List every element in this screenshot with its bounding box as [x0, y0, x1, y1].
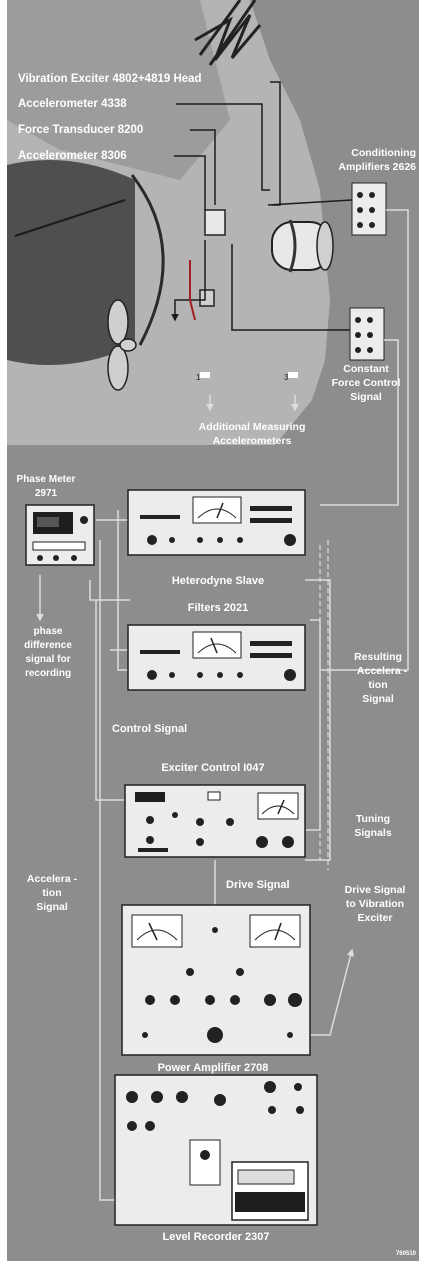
label-control-signal: Control Signal [112, 723, 187, 735]
slave-filter-device-2 [128, 625, 305, 690]
label-drive-to-exciter-1: Drive Signal [345, 884, 406, 896]
label-phase-output-2: difference [24, 640, 72, 651]
label-slave-filters-2: Filters 2021 [188, 602, 249, 614]
label-conditioning-2: Amplifiers 2626 [338, 161, 416, 173]
label-resulting-4: Signal [362, 693, 394, 705]
label-exciter-control: Exciter Control I047 [161, 762, 264, 774]
label-drive-to-exciter-2: to Vibration [346, 898, 404, 910]
phase-meter-device [26, 505, 94, 565]
label-accelerometer-8306: Accelerometer 8306 [18, 150, 127, 162]
conditioning-amplifier-top [352, 183, 386, 235]
label-phase-output-4: recording [25, 668, 71, 679]
label-force-transducer: Force Transducer 8200 [18, 124, 143, 136]
label-phase-output-1: phase [34, 626, 63, 637]
label-vibration-exciter: Vibration Exciter 4802+4819 Head [18, 73, 202, 85]
label-additional-2: Accelerometers [213, 435, 292, 447]
label-level-recorder: Level Recorder 2307 [162, 1231, 269, 1243]
label-accel-signal-1: Accelera - [27, 873, 78, 885]
label-tuning-1: Tuning [356, 813, 390, 825]
label-drive-to-exciter-3: Exciter [357, 912, 392, 924]
slave-filter-device-1 [128, 490, 305, 555]
label-conditioning-1: Conditioning [351, 147, 416, 159]
accelerometer-block [200, 290, 214, 306]
hull-marker-left-box [200, 372, 210, 378]
label-constant-force-1: Constant [343, 363, 389, 375]
label-slave-filters-1: Heterodyne Slave [172, 575, 264, 587]
label-phase-output-3: signal for [25, 654, 70, 665]
force-transducer [205, 210, 225, 235]
label-constant-force-2: Force Control [332, 377, 401, 389]
label-power-amplifier: Power Amplifier 2708 [158, 1062, 269, 1074]
label-tuning-2: Signals [354, 827, 392, 839]
power-amplifier-device [122, 905, 310, 1055]
exciter-control-device [125, 785, 305, 857]
label-accel-signal-3: Signal [36, 901, 68, 913]
label-drive-signal: Drive Signal [226, 879, 290, 891]
hull-marker-right-box [288, 372, 298, 378]
label-accel-signal-2: tion [42, 887, 61, 899]
label-additional-1: Additional Measuring [199, 421, 306, 433]
label-resulting-2: Accelera - [357, 665, 408, 677]
conditioning-amplifier-bottom [350, 308, 384, 360]
figure-number: 760510 [396, 1251, 417, 1257]
vibration-exciter [272, 220, 333, 272]
label-accelerometer-4338: Accelerometer 4338 [18, 98, 127, 110]
level-recorder-device [115, 1075, 317, 1225]
label-phase-meter-2: 2971 [35, 488, 58, 499]
label-resulting-1: Resulting [354, 651, 402, 663]
label-constant-force-3: Signal [350, 391, 382, 403]
label-phase-meter-1: Phase Meter [17, 474, 76, 485]
label-resulting-3: tion [368, 679, 387, 691]
